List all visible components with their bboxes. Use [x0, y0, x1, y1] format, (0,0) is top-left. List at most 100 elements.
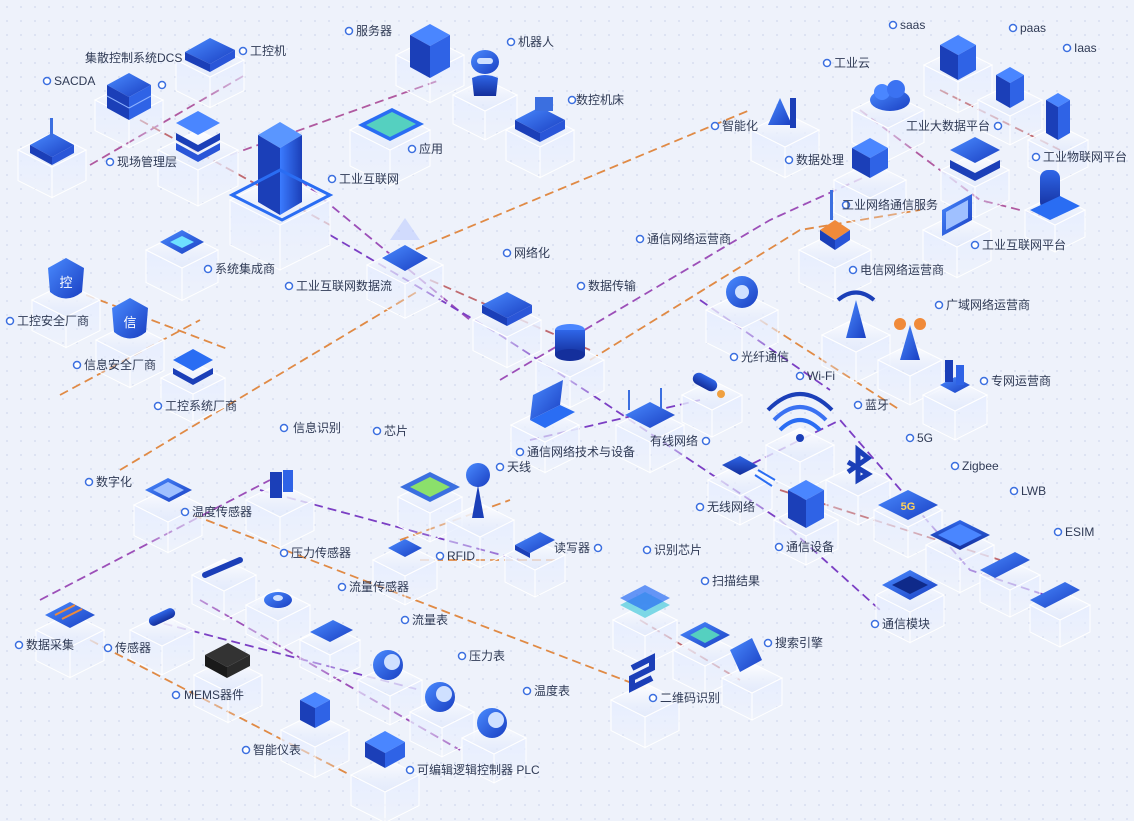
info-security-shield-icon: 信 — [112, 298, 148, 339]
platform-cube — [444, 502, 516, 569]
app-screen-icon — [358, 108, 424, 141]
bigdata-icon — [950, 137, 1000, 181]
svg-text:通信模块: 通信模块 — [882, 617, 930, 631]
label-bluetooth: 蓝牙 — [853, 398, 889, 412]
label-dataflow: 工业互联网数据流 — [284, 278, 392, 293]
antenna-tower-icon — [836, 290, 876, 338]
flow-sensor-icon — [388, 539, 422, 557]
saas-server-icon — [940, 35, 976, 80]
plc-icon — [365, 731, 405, 768]
svg-text:数字化: 数字化 — [96, 474, 132, 489]
label-tempsensor: 温度传感器 — [180, 504, 252, 519]
platform-cube — [34, 612, 106, 679]
platform-cube — [190, 558, 258, 621]
platform-cube — [611, 603, 679, 666]
svg-text:5G: 5G — [917, 431, 933, 445]
disc-sensor-icon — [264, 592, 292, 608]
label-pressensor: 压力传感器 — [279, 545, 351, 560]
search-device-icon — [680, 622, 730, 648]
qr-s-icon — [629, 653, 655, 693]
central-server-tower-icon — [228, 122, 334, 222]
label-iiotplat: 工业互联网平台 — [970, 237, 1066, 252]
private-net-icon — [940, 360, 970, 393]
label-scan: 扫描结果 — [700, 574, 760, 588]
temp-sensor-icon — [145, 478, 192, 502]
svg-text:二维码识别: 二维码识别 — [660, 691, 720, 705]
svg-text:系统集成商: 系统集成商 — [215, 261, 275, 276]
label-dcs: 集散控制系统DCS — [85, 50, 182, 90]
label-pressmeter: 压力表 — [457, 649, 505, 663]
svg-text:流量表: 流量表 — [412, 613, 448, 627]
data-collect-icon — [45, 602, 95, 628]
label-dataproc: 数据处理 — [784, 152, 844, 167]
platform-face — [190, 558, 258, 592]
svg-text:读写器: 读写器 — [554, 541, 590, 555]
label-bigdata: 工业大数据平台 — [906, 118, 1003, 133]
transistor-icon — [722, 456, 776, 487]
label-digitize: 数字化 — [84, 474, 132, 489]
svg-text:智能化: 智能化 — [722, 118, 758, 133]
telecom-tower-icon — [820, 190, 850, 250]
platform-face — [444, 502, 516, 538]
platform-cube — [279, 712, 351, 779]
label-cnc: 数控机床 — [567, 92, 624, 107]
svg-text:通信设备: 通信设备 — [786, 540, 834, 554]
svg-text:Wi-Fi: Wi-Fi — [807, 369, 835, 383]
platform-cube — [720, 662, 784, 721]
search-doc-icon — [730, 638, 762, 672]
5g-text: 5G — [901, 501, 916, 513]
icons: 控 信 — [30, 24, 1080, 768]
integrator-chip-icon — [160, 230, 204, 254]
label-zigbee: Zigbee — [950, 459, 999, 473]
label-flowmeter: 流量表 — [400, 613, 448, 627]
label-saas: saas — [888, 18, 925, 32]
monitor-icon — [942, 194, 972, 236]
svg-text:SACDA: SACDA — [54, 74, 95, 88]
label-fiber: 光纤通信 — [729, 350, 789, 364]
svg-text:LWB: LWB — [1021, 484, 1046, 498]
svg-text:数据处理: 数据处理 — [796, 152, 844, 167]
svg-text:工控系统厂商: 工控系统厂商 — [165, 398, 237, 413]
platform-face — [706, 463, 774, 497]
svg-text:工控安全厂商: 工控安全厂商 — [17, 313, 89, 328]
svg-text:集散控制系统DCS: 集散控制系统DCS — [85, 50, 182, 65]
svg-text:压力表: 压力表 — [469, 649, 505, 663]
rfid-chip-icon — [400, 472, 460, 502]
svg-text:信息安全厂商: 信息安全厂商 — [84, 357, 156, 372]
label-paas: paas — [1008, 21, 1046, 35]
flow-sensor-block-icon — [310, 620, 353, 642]
database-icon — [555, 324, 585, 361]
pressure-gauge-icon — [425, 682, 455, 712]
bluetooth-icon — [846, 444, 873, 485]
smart-meter-icon — [300, 692, 330, 728]
svg-text:搜索引擎: 搜索引擎 — [775, 635, 823, 650]
ai-icon — [768, 98, 796, 128]
flow-meter-gauge-icon — [373, 650, 403, 680]
label-5g: 5G — [905, 431, 933, 445]
svg-text:无线网络: 无线网络 — [707, 499, 755, 514]
label-commdev: 通信设备 — [774, 540, 834, 554]
svg-text:Zigbee: Zigbee — [962, 459, 999, 473]
label-wan: 广域网络运营商 — [934, 297, 1030, 312]
5g-icon: 5G — [878, 490, 938, 520]
svg-text:网络化: 网络化 — [514, 245, 550, 260]
platform-cube — [128, 613, 196, 676]
label-telecom: 电信网络运营商 — [848, 262, 944, 277]
label-wireless: 无线网络 — [695, 499, 755, 514]
switch-icon — [482, 292, 532, 326]
svg-text:芯片: 芯片 — [384, 424, 408, 438]
svg-text:机器人: 机器人 — [518, 35, 554, 49]
svg-text:工控机: 工控机 — [250, 44, 286, 58]
svg-text:可编辑逻辑控制器 PLC: 可编辑逻辑控制器 PLC — [417, 762, 540, 777]
wired-router-icon — [625, 388, 675, 428]
svg-text:传感器: 传感器 — [115, 640, 151, 655]
label-cloud: 工业云 — [822, 56, 870, 70]
platform-cube — [30, 282, 102, 349]
server-stack-icon — [106, 73, 152, 120]
svg-text:有线网络: 有线网络 — [650, 433, 698, 448]
svg-text:通信网络技术与设备: 通信网络技术与设备 — [527, 444, 635, 459]
platform-cube — [976, 83, 1044, 146]
label-smart: 智能化 — [710, 118, 758, 133]
svg-text:天线: 天线 — [507, 460, 531, 474]
industrial-pc-icon — [185, 38, 235, 72]
